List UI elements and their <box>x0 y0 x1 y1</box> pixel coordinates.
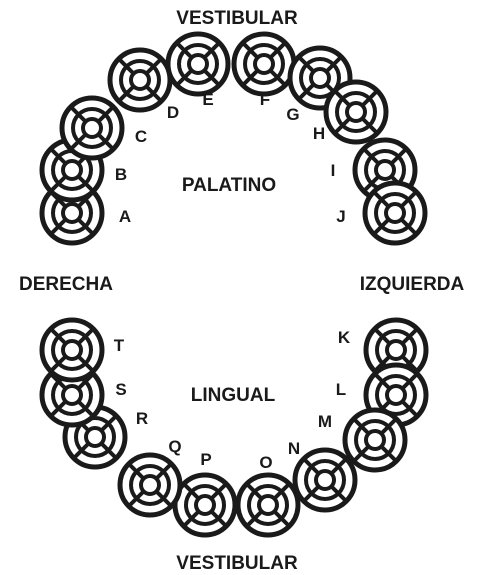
tooth-label-k: K <box>338 328 351 347</box>
tooth-label-r: R <box>136 409 148 428</box>
tooth-n <box>295 450 355 510</box>
tooth-label-q: Q <box>168 437 181 456</box>
tooth-label-l: L <box>336 380 346 399</box>
label-izquierda: IZQUIERDA <box>360 274 465 295</box>
tooth-o <box>238 475 298 535</box>
label-vestibular-bottom: VESTIBULAR <box>176 553 298 574</box>
label-lingual: LINGUAL <box>191 385 276 406</box>
label-vestibular-top: VESTIBULAR <box>176 8 298 29</box>
tooth-label-j: J <box>336 207 345 226</box>
tooth-h <box>326 82 386 142</box>
tooth-label-a: A <box>119 207 131 226</box>
tooth-label-e: E <box>202 90 213 109</box>
tooth-label-d: D <box>167 103 179 122</box>
tooth-label-h: H <box>313 124 325 143</box>
tooth-t <box>42 320 102 380</box>
tooth-label-m: M <box>318 412 332 431</box>
tooth-label-o: O <box>259 453 272 472</box>
tooth-label-p: P <box>200 450 211 469</box>
upper-arch <box>42 34 425 243</box>
lower-arch <box>42 320 426 535</box>
tooth-d <box>110 50 170 110</box>
tooth-j <box>365 183 425 243</box>
label-palatino: PALATINO <box>182 175 276 196</box>
tooth-c <box>62 98 122 158</box>
tooth-label-t: T <box>114 336 125 355</box>
tooth-m <box>345 410 405 470</box>
tooth-e <box>168 34 228 94</box>
tooth-label-g: G <box>286 105 299 124</box>
label-derecha: DERECHA <box>19 274 113 295</box>
tooth-label-b: B <box>115 165 127 184</box>
tooth-label-n: N <box>288 439 300 458</box>
tooth-f <box>234 34 294 94</box>
tooth-label-c: C <box>135 127 147 146</box>
tooth-q <box>120 455 180 515</box>
tooth-label-s: S <box>115 380 126 399</box>
tooth-label-i: I <box>331 161 336 180</box>
tooth-label-f: F <box>260 90 270 109</box>
tooth-p <box>175 475 235 535</box>
